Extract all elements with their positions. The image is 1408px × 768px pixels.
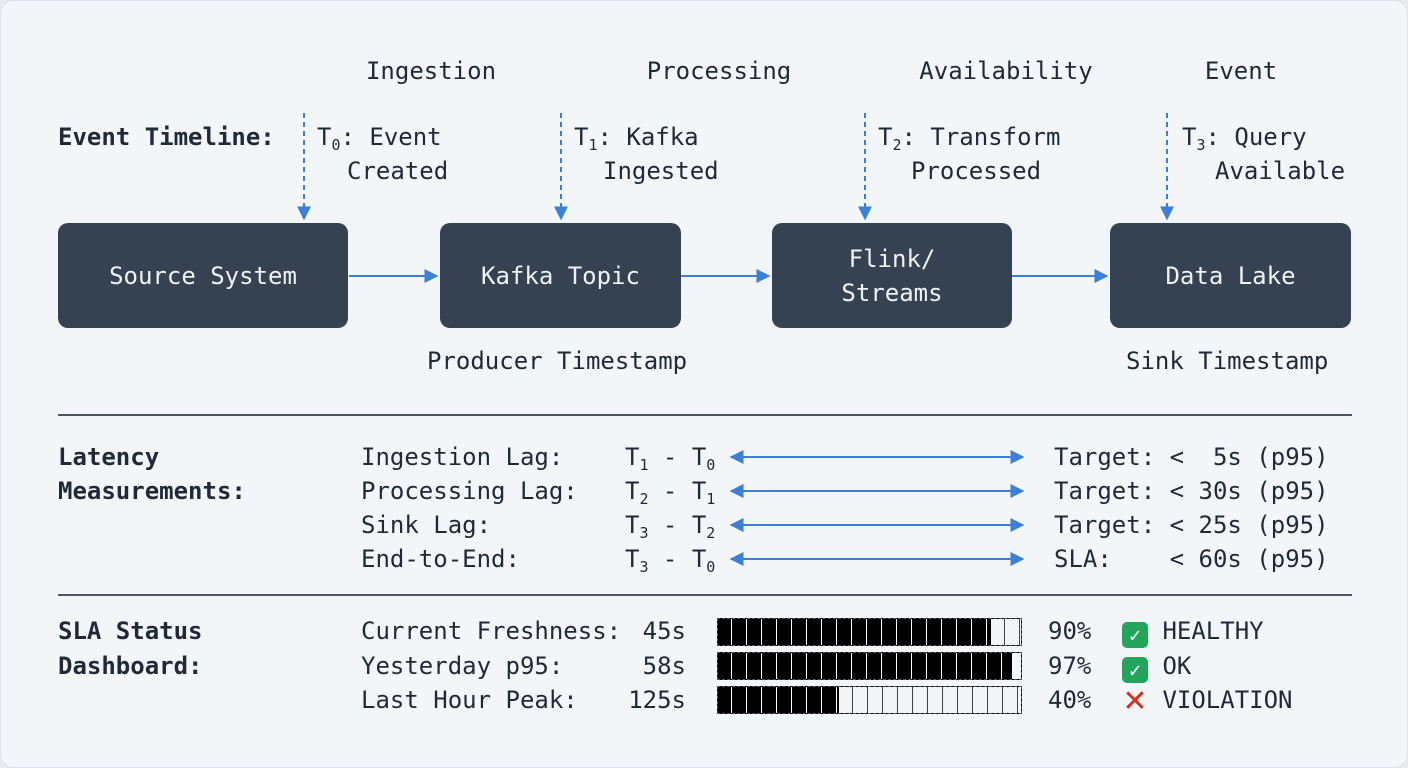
sla-progress-bar [717,686,1022,714]
latency-row-name: End-to-End: [361,545,520,573]
latency-target: Target: < 5s (p95) [1054,443,1329,471]
stage-availability-label: Availability [919,57,1093,85]
marker-t3: T3: Query [1182,123,1307,154]
divider-1 [58,414,1352,416]
sla-row-percent: 90% [1048,617,1092,645]
marker-t2: T2: Transform [878,123,1061,154]
sla-progress-fill [718,687,839,713]
kafka-topic-box: Kafka Topic [440,223,681,328]
sla-row-name: Yesterday p95: [361,652,564,680]
latency-label-1: Latency [58,443,160,471]
sla-progress-empty [839,687,1021,713]
latency-formula: T1 - T0 [625,443,716,474]
check-icon: ✓ [1122,622,1148,648]
timeline-label: Event Timeline: [58,123,275,151]
marker-t1-line2: Ingested [603,157,719,185]
stage-processing-label: Processing [646,57,792,85]
sla-row-name: Current Freshness: [361,617,622,645]
latency-row-name: Sink Lag: [361,511,492,539]
latency-row-name: Processing Lag: [361,477,578,505]
latency-formula: T3 - T2 [625,511,716,542]
sla-progress-empty [991,619,1021,645]
marker-t0: T0: Event [317,123,442,154]
sla-progress-bar [717,652,1022,680]
latency-target: Target: < 30s (p95) [1054,477,1329,505]
sla-label-2: Dashboard: [58,652,203,680]
latency-target: SLA: < 60s (p95) [1054,545,1329,573]
marker-t3-line2: Available [1215,157,1346,185]
sla-row-status: ✕ VIOLATION [1122,684,1293,719]
marker-t2-line2: Processed [911,157,1042,185]
sla-progress-bar [717,618,1022,646]
sla-progress-empty [1012,653,1021,679]
producer-timestamp-label: Producer Timestamp [427,347,688,375]
latency-label-2: Measurements: [58,477,246,505]
sla-label-1: SLA Status [58,617,203,645]
sla-row-status: ✓ OK [1122,649,1191,683]
source-system-box: Source System [58,223,348,328]
stage-ingestion-label: Ingestion [365,57,497,85]
data-lake-box: Data Lake [1110,223,1351,328]
sla-row-value: 58s [642,652,686,680]
marker-t1: T1: Kafka [574,123,699,154]
sink-timestamp-label: Sink Timestamp [1126,347,1329,375]
divider-2 [58,594,1352,596]
marker-t0-line2: Created [347,157,449,185]
sla-row-name: Last Hour Peak: [361,686,578,714]
cross-icon: ✕ [1122,684,1148,719]
sla-row-percent: 40% [1048,686,1092,714]
latency-formula: T2 - T1 [625,477,716,508]
check-icon: ✓ [1122,657,1148,683]
sla-row-value: 125s [628,686,686,714]
sla-progress-fill [718,619,991,645]
sla-row-percent: 97% [1048,652,1092,680]
sla-row-value: 45s [642,617,686,645]
latency-formula: T3 - T0 [625,545,716,576]
sla-row-status: ✓ HEALTHY [1122,614,1264,648]
flink-streams-box: Flink/ Streams [772,223,1012,328]
latency-row-name: Ingestion Lag: [361,443,564,471]
latency-target: Target: < 25s (p95) [1054,511,1329,539]
stage-event-label: Event [1204,57,1278,85]
sla-progress-fill [718,653,1012,679]
